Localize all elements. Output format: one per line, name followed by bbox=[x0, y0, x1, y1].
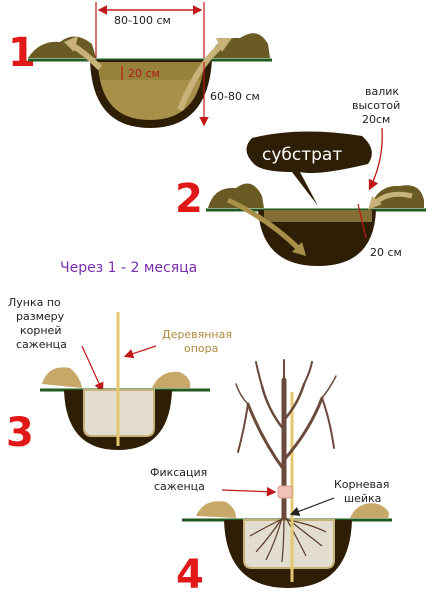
root-collar-pointer bbox=[289, 497, 335, 516]
step-3-number: 3 bbox=[6, 410, 34, 456]
step2-pit bbox=[258, 210, 376, 266]
right-mound bbox=[210, 33, 270, 58]
step-2: 2 валик высотой 20см субстрат 20 см bbox=[175, 85, 426, 266]
depth-label: 60-80 см bbox=[210, 90, 260, 103]
left-soil-arrowhead bbox=[64, 36, 78, 52]
step2-left-arrowhead bbox=[292, 242, 306, 256]
layer-label: 20 см bbox=[370, 246, 402, 259]
width-label: 80-100 см bbox=[114, 14, 171, 27]
hole-label-2: размеру bbox=[16, 310, 65, 323]
step-2-number: 2 bbox=[175, 176, 203, 222]
step2-substrate-layer bbox=[264, 210, 372, 222]
step-1-number: 1 bbox=[8, 30, 36, 76]
hole-label-3: корней bbox=[20, 324, 61, 337]
step3-right-mound bbox=[152, 371, 191, 388]
step2-left-arrow bbox=[226, 197, 302, 252]
step4-left-mound bbox=[196, 501, 236, 518]
ridge-pointer bbox=[368, 127, 383, 191]
ridge-label-3: 20см bbox=[362, 113, 390, 126]
step-1: 1 80-100 см 20 см 60-80 см bbox=[8, 2, 272, 128]
hole-label-1: Лунка по bbox=[8, 296, 61, 309]
ridge-label-2: высотой bbox=[352, 99, 400, 112]
step4-right-mound bbox=[350, 503, 389, 518]
step2-right-arrowhead bbox=[368, 196, 382, 210]
substrate-label: субстрат bbox=[262, 145, 342, 165]
ridge-label-1: валик bbox=[365, 85, 399, 98]
fixation-label-2: саженца bbox=[154, 480, 205, 493]
substrate-bubble bbox=[246, 131, 372, 206]
hole-label-4: саженца bbox=[16, 338, 67, 351]
step-3: 3 Лунка по размеру корней саженца Деревя… bbox=[6, 296, 232, 456]
step2-left-mound bbox=[208, 183, 264, 208]
interval-label: Через 1 - 2 месяца bbox=[60, 260, 197, 276]
step-4-number: 4 bbox=[176, 552, 204, 598]
fixation-pointer bbox=[221, 486, 277, 497]
layer-guide bbox=[357, 203, 367, 239]
root-collar-label-1: Корневая bbox=[334, 478, 389, 491]
topsoil-layer bbox=[100, 62, 202, 80]
fixation-label-1: Фиксация bbox=[150, 466, 207, 479]
right-soil-arrowhead bbox=[216, 38, 232, 52]
step4-root-hole bbox=[243, 519, 335, 569]
step3-left-mound bbox=[42, 367, 82, 388]
root-collar-label-2: шейка bbox=[344, 492, 381, 505]
stake-pointer bbox=[123, 345, 157, 359]
stake-label-1: Деревянная bbox=[162, 328, 232, 341]
stake-label-2: опора bbox=[184, 342, 218, 355]
step-4: 4 bbox=[150, 359, 392, 598]
fixation-tie bbox=[277, 485, 293, 499]
topsoil-label: 20 см bbox=[128, 67, 160, 80]
hole-pointer bbox=[81, 345, 104, 393]
